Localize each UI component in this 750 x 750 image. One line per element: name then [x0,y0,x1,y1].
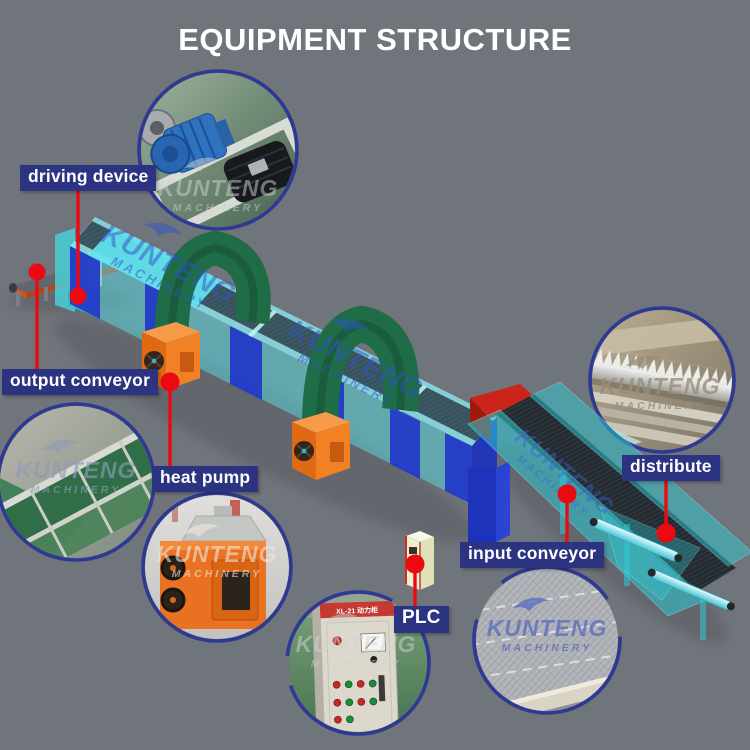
callout-circle-output-conveyor: KUNTENG MACHINERY [0,402,156,562]
brand-watermark: KUNTENG [16,457,137,483]
connector-dot-plc [405,554,425,574]
brand-watermark-sub: MACHINERY [311,658,401,670]
machine-assembly: KUNTENG MACHINERY KUNTENG MACHINERY KUNT… [9,214,750,640]
machine-input-conveyor [467,381,750,640]
brand-watermark: KUNTENG [157,541,278,567]
machine-arch-2 [301,305,420,438]
callout-circle-heat-pump: KUNTENG MACHINERY [141,491,293,643]
brand-watermark-sub: MACHINERY [502,642,592,654]
brand-watermark: KUNTENG [296,631,417,657]
callout-circle-control-cabinet: XL-21 动力柜 [285,590,431,736]
brand-watermark: KUNTENG [158,175,279,201]
label-heat-pump: heat pump [152,466,259,492]
connector-dots [28,263,676,574]
machine-arch-1 [154,230,271,351]
callout-circle-distribute: KUNTENG MACHINERY [588,306,736,454]
connector-dot-output-conveyor [28,263,46,281]
label-plc: PLC [394,606,449,633]
label-distribute: distribute [622,455,720,481]
callout-circle-driving-device: KUNTENG MACHINERY [137,69,299,231]
label-output-conveyor: output conveyor [2,369,159,395]
brand-watermark-sub: MACHINERY [615,400,705,412]
page-title: EQUIPMENT STRUCTURE [178,22,572,57]
connector-dot-driving-device [69,287,87,305]
machine-junction [468,384,540,542]
brand-watermark: KUNTENG [487,615,608,641]
label-driving-device: driving device [20,165,157,191]
callout-circle-mesh-belt: KUNTENG MACHINERY [472,565,622,715]
brand-watermark-sub: MACHINERY [172,568,262,580]
machine-heat-pump-unit-2 [292,412,350,480]
brand-watermark: KUNTENG [600,373,721,399]
connector-dot-distribute [656,523,676,543]
label-input-conveyor: input conveyor [460,542,605,568]
connector-dot-input-conveyor [557,484,577,504]
connector-dot-heat-pump [160,372,180,392]
brand-watermark-sub: MACHINERY [173,202,263,214]
brand-watermark-sub: MACHINERY [31,484,121,496]
cabinet-header-text: XL-21 动力柜 [336,605,378,615]
